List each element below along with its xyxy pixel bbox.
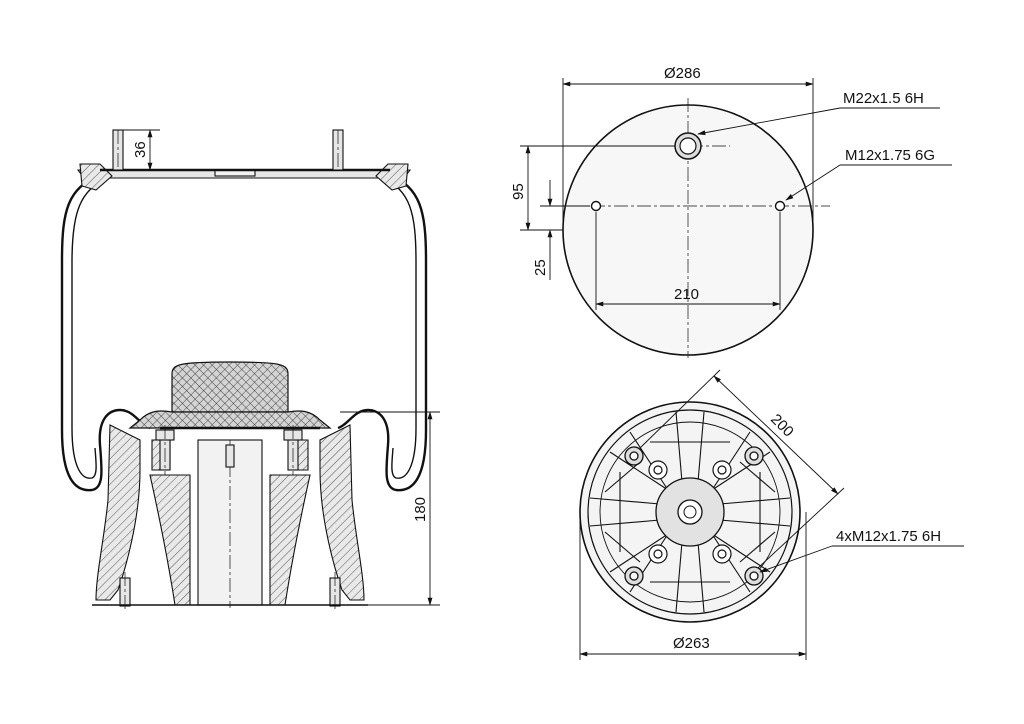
dim-piston-height: 180 (412, 497, 429, 522)
dim-top-diameter: Ø286 (664, 65, 701, 82)
stud-hole-right (774, 200, 786, 212)
bellows (60, 173, 428, 492)
top-view: Ø286 M22x1.5 6H M12x1.75 6G 95 25 210 (510, 65, 952, 358)
piston-ribs (589, 411, 791, 613)
side-view: 36 180 (60, 129, 440, 610)
dim-piston-diameter: Ø263 (673, 635, 710, 652)
dim-bolt-square: 200 (767, 411, 797, 441)
bottom-view (579, 401, 801, 623)
bolt-holes (624, 446, 764, 586)
label-top-stud-thread: M12x1.75 6G (845, 147, 935, 164)
dim-stud-height: 36 (132, 141, 149, 158)
label-center-port-thread: M22x1.5 6H (843, 90, 924, 107)
dim-stud-offset: 25 (532, 259, 549, 276)
dim-stud-spacing: 210 (674, 286, 699, 303)
piston-cap (171, 361, 289, 413)
dim-port-offset: 95 (510, 183, 527, 200)
piston-body (95, 424, 141, 601)
label-bottom-thread: 4xM12x1.75 6H (836, 528, 941, 545)
stud-hole-left (590, 200, 602, 212)
